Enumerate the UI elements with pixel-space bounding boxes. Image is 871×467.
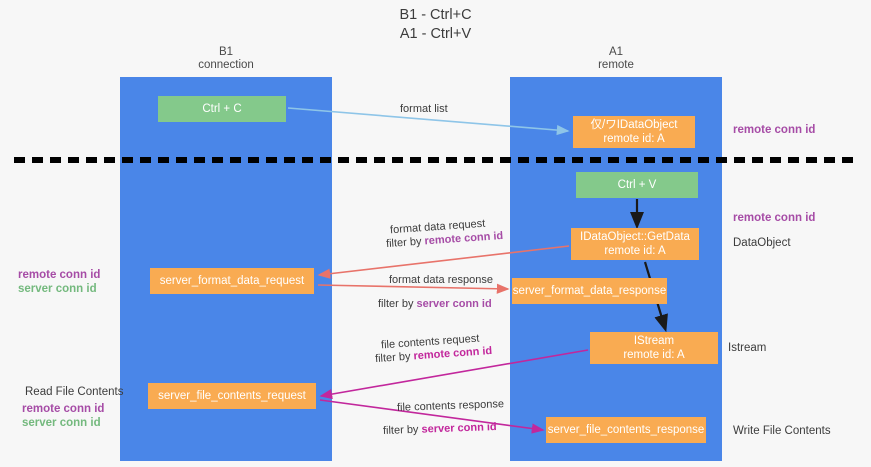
node-server-file-contents-response[interactable]: server_file_contents_response	[546, 417, 706, 443]
annotation-remote-conn-id-mid: remote conn id	[733, 212, 816, 224]
annotation-left-server-conn-id: server conn id	[18, 283, 97, 295]
node-istream-label: IStream	[633, 335, 675, 347]
node-ctrl-c-label: Ctrl + C	[202, 103, 242, 115]
column-header-a1-name: A1	[608, 46, 624, 58]
annotation-write-file-contents: Write File Contents	[733, 425, 831, 437]
column-header-b1-role: connection	[198, 59, 254, 71]
annotation-left-remote-conn-id: remote conn id	[18, 269, 101, 281]
node-idataobject[interactable]: 仅/ワIDataObject remote id: A	[573, 116, 695, 148]
annotation-read-file-contents: Read File Contents	[25, 386, 124, 398]
annotation-left-server-conn-id-2: server conn id	[22, 417, 101, 429]
filter-prefix: filter by	[378, 298, 417, 310]
edge-file-contents-response	[319, 399, 545, 434]
node-server-file-contents-response-label: server_file_contents_response	[547, 424, 705, 436]
node-idataobject-getdata[interactable]: IDataObject::GetData remote id: A	[571, 228, 699, 260]
node-idataobject-label: 仅/ワIDataObject	[590, 119, 678, 131]
node-server-format-data-response-label: server_format_data_response	[512, 285, 667, 297]
node-ctrl-c[interactable]: Ctrl + C	[158, 96, 286, 122]
node-getdata-remote-id: remote id: A	[604, 245, 666, 257]
node-istream-remote-id: remote id: A	[623, 349, 685, 361]
node-ctrl-v-label: Ctrl + V	[617, 179, 657, 191]
column-header-a1-role: remote	[598, 59, 634, 71]
filter-value-server-conn-id: server conn id	[416, 298, 492, 310]
node-server-format-data-request-label: server_format_data_request	[159, 275, 305, 287]
edge-label-format-data-response-filter: filter by server conn id	[378, 298, 492, 311]
page-title: B1 - Ctrl+C A1 - Ctrl+V	[0, 6, 871, 44]
annotation-left-remote-conn-id-2: remote conn id	[22, 403, 105, 415]
edge-label-format-list: format list	[400, 103, 448, 115]
column-header-a1: A1 remote	[510, 46, 722, 72]
node-server-format-data-request[interactable]: server_format_data_request	[150, 268, 314, 294]
edge-format-data-response	[317, 283, 510, 294]
filter-prefix: filter by	[382, 423, 422, 437]
phase-divider	[14, 157, 857, 163]
node-getdata-label: IDataObject::GetData	[580, 231, 690, 243]
edge-label-format-data-response: format data response	[389, 274, 493, 286]
node-ctrl-v[interactable]: Ctrl + V	[576, 172, 698, 198]
title-line-2: A1 - Ctrl+V	[399, 26, 472, 42]
annotation-dataobject: DataObject	[733, 237, 791, 249]
filter-prefix: filter by	[374, 350, 414, 366]
title-line-1: B1 - Ctrl+C	[399, 7, 472, 23]
node-istream[interactable]: IStream remote id: A	[590, 332, 718, 364]
edge-format-data-request	[317, 245, 570, 279]
node-server-format-data-response[interactable]: server_format_data_response	[512, 278, 667, 304]
column-header-b1-name: B1	[218, 46, 234, 58]
edge-file-contents-request	[319, 349, 589, 400]
annotation-istream: Istream	[728, 342, 767, 354]
node-server-file-contents-request-label: server_file_contents_request	[158, 390, 306, 402]
edge-format-list	[287, 107, 570, 136]
filter-prefix: filter by	[385, 235, 425, 251]
column-header-b1: B1 connection	[120, 46, 332, 72]
node-idataobject-remote-id: remote id: A	[603, 133, 665, 145]
node-server-file-contents-request[interactable]: server_file_contents_request	[148, 383, 316, 409]
annotation-remote-conn-id-top: remote conn id	[733, 124, 816, 136]
filter-value-server-conn-id: server conn id	[421, 421, 497, 436]
